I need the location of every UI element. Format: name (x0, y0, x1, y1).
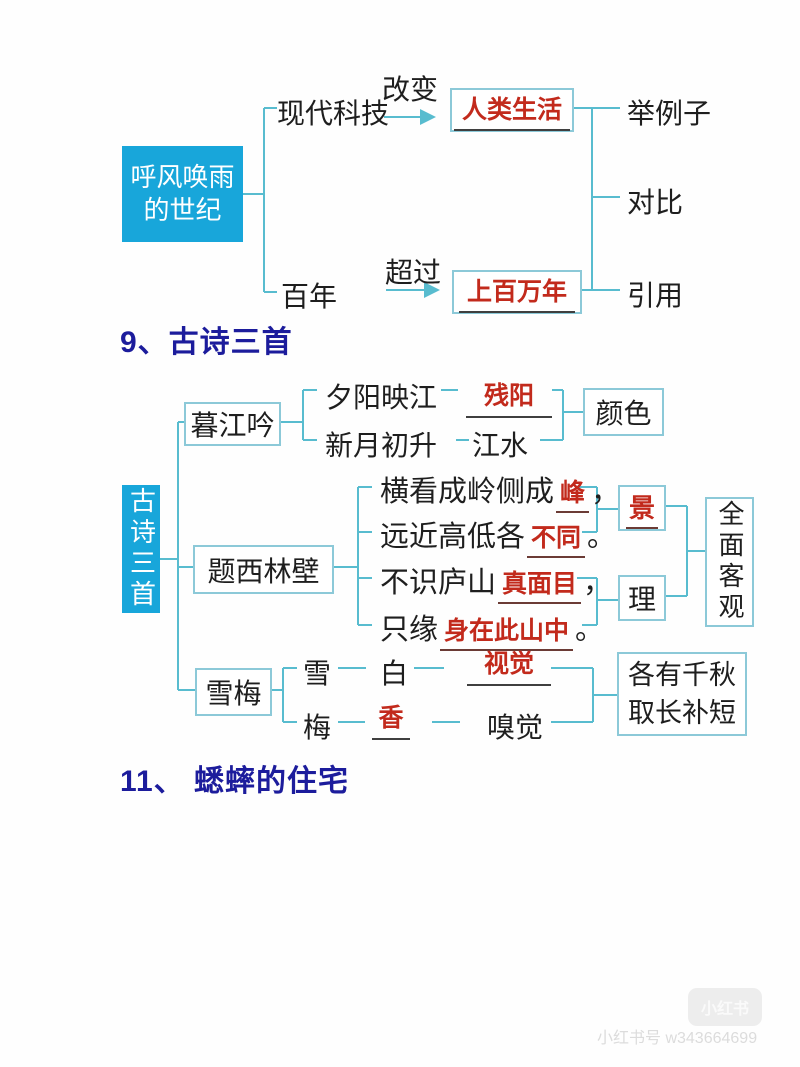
arrow-label-exceed: 超过 (385, 258, 442, 289)
line-pre: 远近高低各 (380, 521, 526, 553)
xuemei-row1-blank: 视觉 (467, 644, 551, 686)
node-modern-tech: 现代科技 (277, 99, 390, 130)
mujiangyin-row1-blank: 残阳 (466, 376, 552, 418)
result-box-million-years: 上百万年 (452, 270, 582, 314)
line-post: ， (591, 476, 621, 508)
watermark-account-text: 小红书号 w343664699 (597, 1030, 758, 1047)
poem-box-mujiangyin: 暮江吟 (184, 402, 281, 446)
scene-text: 景 (625, 488, 658, 529)
poem-box-xuemei: 雪梅 (195, 668, 272, 716)
arrow-label-change: 改变 (382, 75, 439, 106)
line-pre: 不识庐山 (380, 567, 497, 599)
xuemei-plum: 梅 (303, 713, 332, 744)
summary-box-xuemei: 各有千秋 取长补短 (617, 652, 747, 736)
mujiangyin-row1-text: 夕阳映江 (325, 383, 438, 414)
line-post: ， (583, 567, 613, 599)
method-contrast: 对比 (627, 188, 684, 219)
line-blank: 真面目 (498, 564, 582, 604)
result-text: 人类生活 (453, 90, 570, 131)
mujiangyin-row2-answer: 江水 (472, 431, 529, 462)
poem-line-2: 远近高低各 不同 。 (380, 513, 616, 558)
xuemei-white: 白 (380, 659, 409, 690)
line-post: 。 (587, 521, 617, 553)
poem-line-1: 横看成岭侧成 峰 ， (380, 468, 620, 513)
node-hundred-years: 百年 (281, 282, 338, 313)
poem-box-tixilinbi: 题西林壁 (193, 545, 334, 594)
line-pre: 横看成岭侧成 (380, 476, 555, 508)
result-box-color: 颜色 (583, 388, 664, 436)
xuemei-smell: 嗅觉 (487, 713, 544, 744)
line-blank: 不同 (527, 518, 586, 558)
root-node-three-poems: 古诗三首 (122, 485, 160, 613)
result-text: 上百万年 (458, 272, 575, 313)
method-example: 举例子 (627, 99, 712, 130)
line-pre: 只缘 (380, 614, 439, 646)
line-blank: 峰 (556, 473, 590, 513)
lesson-11-heading: 11、 蟋蟀的住宅 (120, 765, 350, 798)
label-box-reason: 理 (618, 575, 666, 621)
method-quote: 引用 (627, 281, 684, 312)
lesson-9-heading: 9、古诗三首 (120, 326, 293, 359)
poem-line-3: 不识庐山 真面目 ， (380, 559, 612, 604)
poem-line-4: 只缘 身在此山中 。 (380, 606, 604, 651)
xuemei-snow: 雪 (303, 659, 332, 690)
xiaohongshu-logo-badge: 小红书 (688, 988, 762, 1026)
result-box-human-life: 人类生活 (450, 88, 574, 132)
line-blank: 身在此山中 (440, 611, 574, 651)
mujiangyin-row2-text: 新月初升 (325, 431, 438, 462)
xuemei-row2-blank: 香 (372, 698, 410, 740)
summary-box-comprehensive: 全面客观 (705, 497, 754, 627)
line-post: 。 (575, 614, 605, 646)
label-box-scene: 景 (618, 485, 666, 531)
root-node-century: 呼风唤雨 的世纪 (122, 146, 243, 242)
